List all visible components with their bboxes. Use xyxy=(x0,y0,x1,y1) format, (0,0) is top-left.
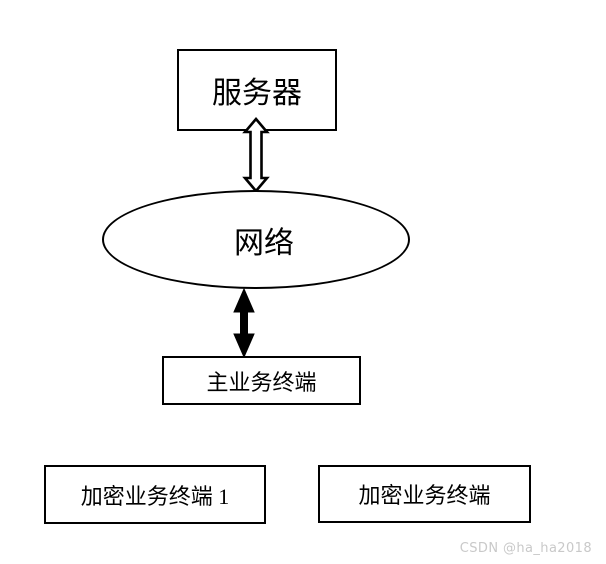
node-network-label: 网络 xyxy=(234,226,294,260)
node-main-terminal-label: 主业务终端 xyxy=(206,369,317,395)
watermark-text: CSDN @ha_ha2018 xyxy=(459,541,592,556)
solid-double-arrow-shape xyxy=(233,287,255,359)
node-crypto-terminal-1-label: 加密业务终端 1 xyxy=(80,483,230,509)
node-crypto-terminal-1: 加密业务终端 1 xyxy=(44,465,266,524)
node-crypto-terminal-2-label: 加密业务终端 xyxy=(358,483,491,508)
node-server-label: 服务器 xyxy=(212,77,302,110)
node-main-terminal: 主业务终端 xyxy=(162,356,361,405)
node-crypto-terminal-2: 加密业务终端 xyxy=(318,465,531,523)
node-network: 网络 xyxy=(102,190,410,289)
connector-network-main-terminal-solid-double-arrow xyxy=(233,287,255,359)
hollow-double-arrow-shape xyxy=(242,116,270,194)
connector-server-network-hollow-double-arrow xyxy=(242,116,270,194)
node-server: 服务器 xyxy=(177,49,337,131)
